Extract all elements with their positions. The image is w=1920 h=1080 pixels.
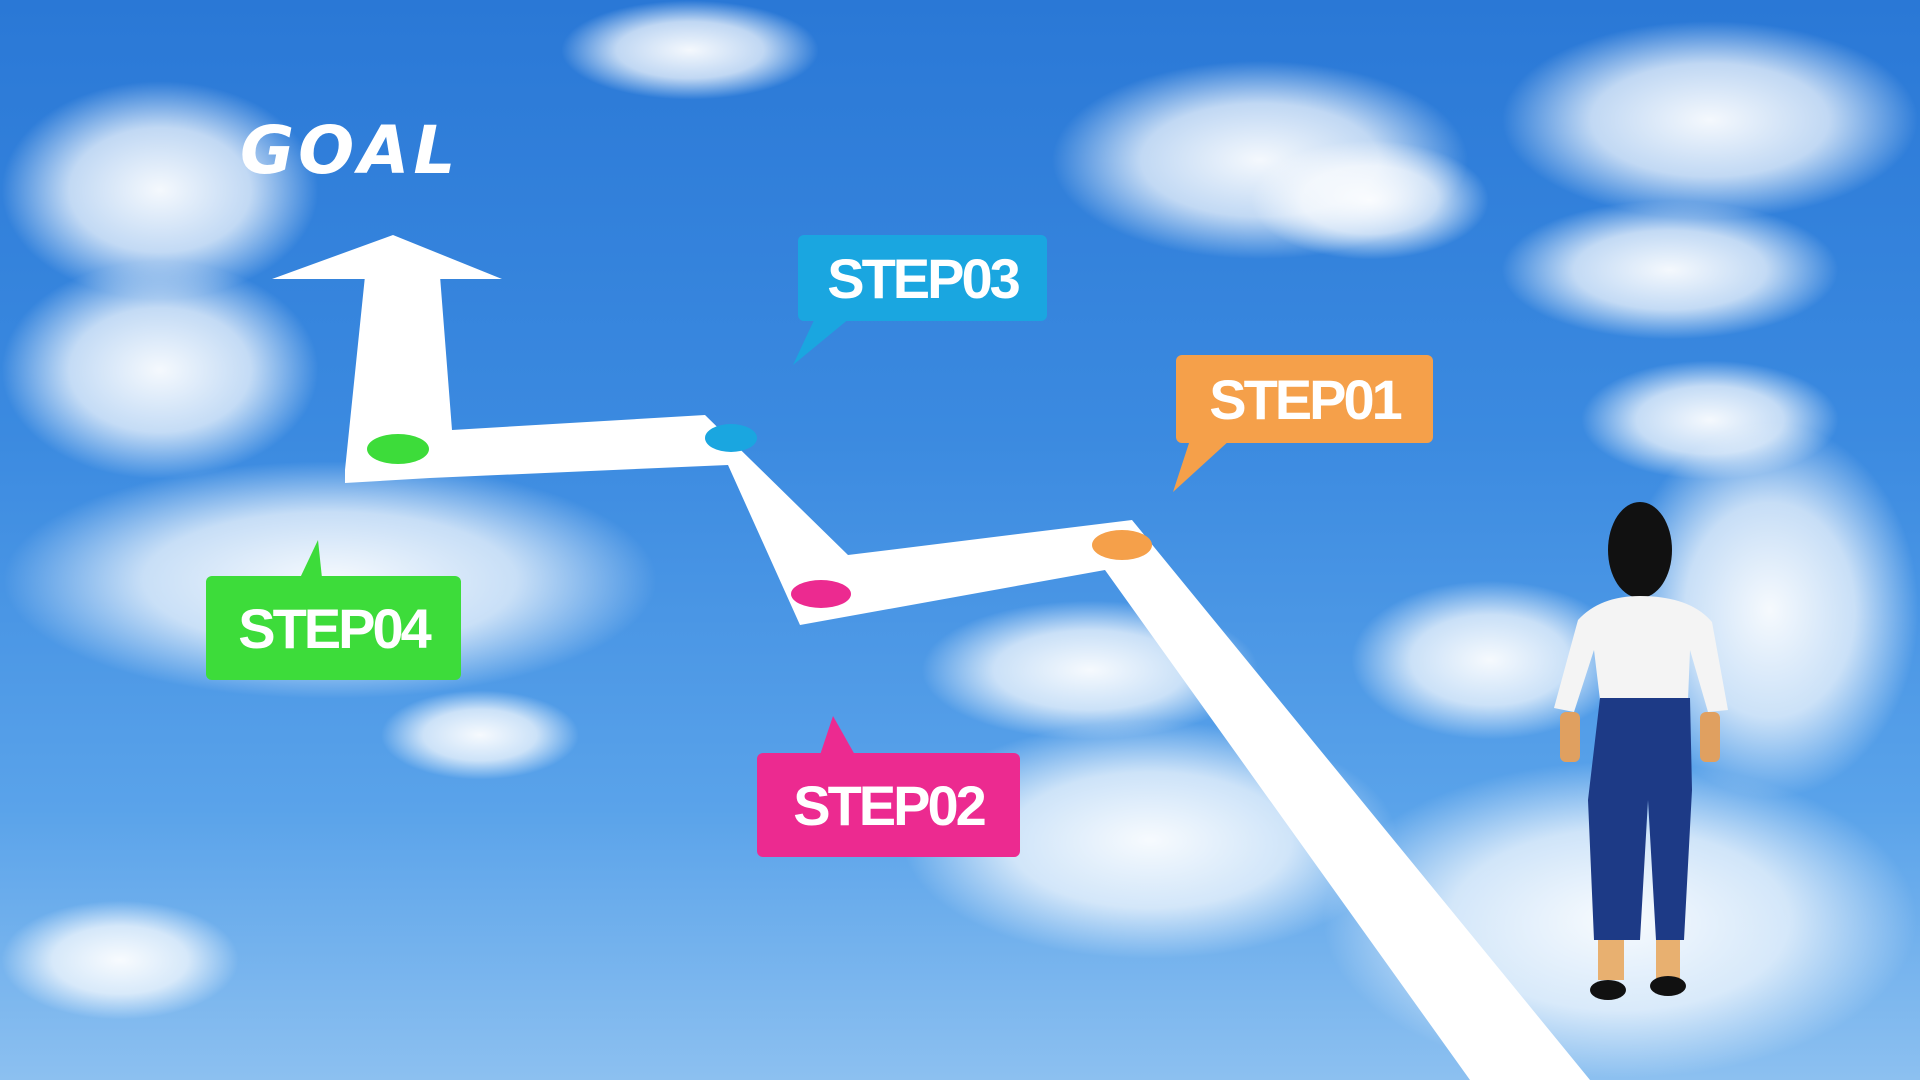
step04-bubble: STEP04 — [206, 576, 461, 680]
person-left-hand — [1560, 712, 1580, 762]
cloud — [0, 900, 240, 1020]
step01-dot — [1092, 530, 1152, 560]
cloud — [380, 690, 580, 780]
step03-dot — [705, 424, 757, 452]
person-right-shoe — [1650, 976, 1686, 996]
path-road — [345, 276, 1760, 1080]
person-pants — [1588, 698, 1692, 940]
person-shirt — [1554, 596, 1728, 712]
person-left-ankle — [1598, 940, 1624, 980]
cloud — [560, 0, 820, 100]
cloud — [1500, 200, 1840, 340]
step02-tail — [820, 716, 855, 755]
step02-bubble: STEP02 — [757, 753, 1020, 857]
cloud — [1250, 140, 1490, 260]
step01-bubble: STEP01 — [1176, 355, 1433, 443]
step03-bubble: STEP03 — [798, 235, 1047, 321]
goal-arrow-head — [272, 235, 502, 279]
step03-tail — [793, 318, 850, 365]
step01-tail — [1173, 440, 1230, 492]
cloud — [1500, 20, 1920, 220]
person-right-ankle — [1656, 940, 1680, 980]
person-right-hand — [1700, 712, 1720, 762]
cloud — [0, 260, 320, 480]
person-left-shoe — [1590, 980, 1626, 1000]
goal-label: GOAL — [240, 112, 460, 189]
person-figure — [1554, 502, 1728, 1000]
step02-dot — [791, 580, 851, 608]
person-hair — [1608, 502, 1672, 598]
step04-tail — [300, 540, 322, 578]
step04-dot — [367, 434, 429, 464]
